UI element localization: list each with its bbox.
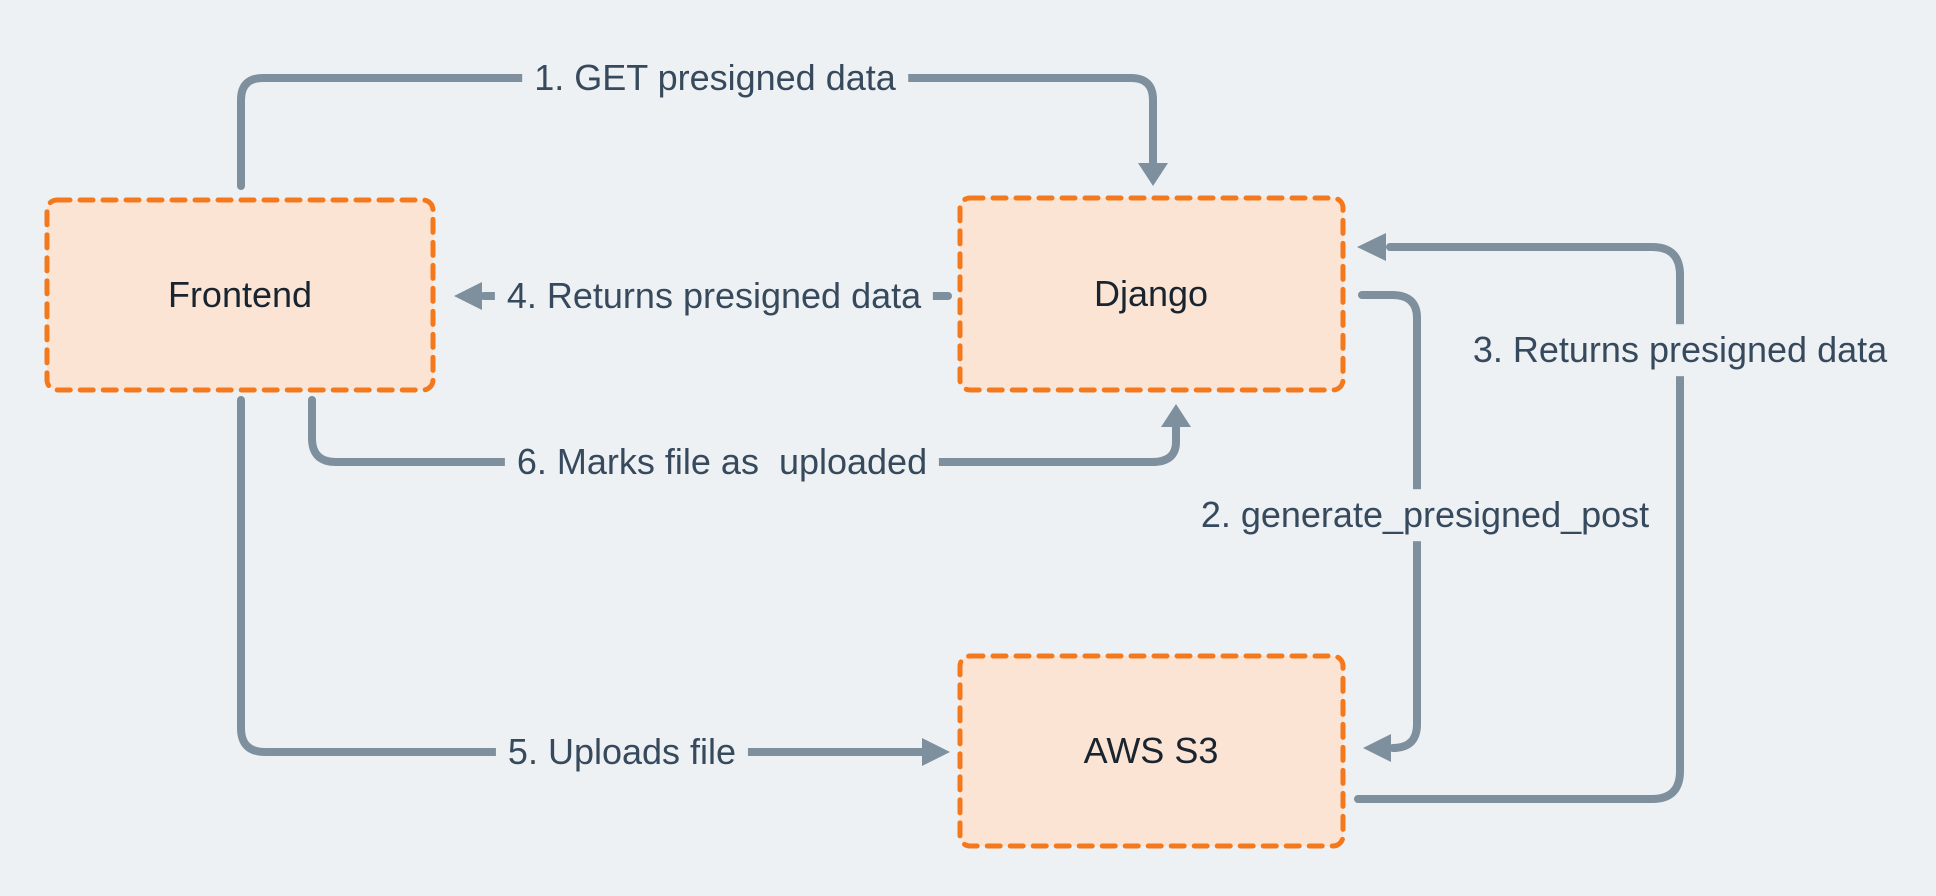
edge-generate-presigned-post	[1358, 291, 1421, 752]
node-aws-s3-label: AWS S3	[1083, 730, 1219, 772]
node-django-label: Django	[1093, 273, 1209, 315]
node-aws-s3-box	[957, 653, 1346, 849]
node-frontend-box	[44, 197, 436, 393]
edge-label-get-presigned-data: 1. GET presigned data	[522, 52, 908, 104]
arrowhead-left-icon	[1363, 734, 1391, 762]
node-django-box	[957, 195, 1346, 393]
edge-returns-presigned-data-to-django	[1354, 243, 1684, 803]
arrowhead-right-icon	[922, 738, 950, 766]
edge-label-generate-presigned-post: 2. generate_presigned_post	[1188, 489, 1662, 541]
edge-label-returns-presigned-data-to-frontend: 4. Returns presigned data	[494, 270, 934, 322]
edge-label-returns-presigned-data-to-django: 3. Returns presigned data	[1460, 324, 1900, 376]
arrowhead-down-icon	[1138, 163, 1168, 186]
node-frontend-label: Frontend	[167, 274, 313, 316]
edge-label-uploads-file: 5. Uploads file	[495, 726, 749, 778]
arrowhead-up-icon	[1161, 404, 1191, 427]
arrowhead-left-icon	[1357, 233, 1386, 261]
arrowhead-left-icon	[454, 282, 482, 310]
edge-label-marks-file-uploaded: 6. Marks file as uploaded	[504, 436, 940, 488]
edge-uploads-file	[237, 396, 926, 756]
